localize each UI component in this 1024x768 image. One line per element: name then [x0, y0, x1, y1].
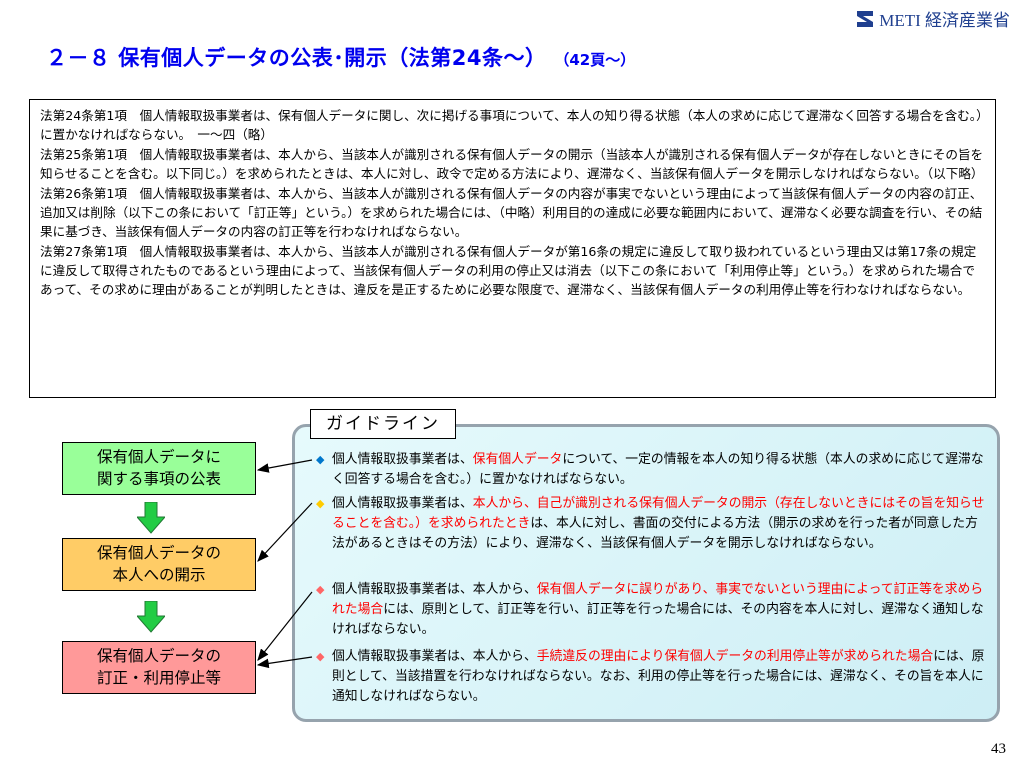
meti-logo: METI 経済産業省	[855, 6, 1010, 31]
flow-box-publication-line1: 保有個人データに	[96, 448, 221, 466]
flow-box-publication-line2: 関する事項の公表	[96, 470, 221, 488]
guideline-item-suspension: ◆ 個人情報取扱事業者は、本人から、手続違反の理由により保有個人データの利用停止…	[316, 647, 986, 707]
page-title-ref: （42頁～）	[554, 51, 636, 69]
flow-box-disclosure-line2: 本人への開示	[112, 566, 206, 584]
diamond-bullet-icon: ◆	[316, 583, 325, 596]
diamond-bullet-icon: ◆	[316, 650, 325, 663]
guideline-item-correction: ◆ 個人情報取扱事業者は、本人から、保有個人データに誤りがあり、事実でないという…	[316, 580, 986, 640]
guideline-item-disclosure: ◆ 個人情報取扱事業者は、本人から、自己が識別される保有個人データの開示（存在し…	[316, 494, 986, 554]
guideline-text: には、原則として、訂正等を行い、訂正等を行った場合には、その内容を本人に対し、遅…	[332, 602, 984, 637]
guideline-text: 個人情報取扱事業者は、	[332, 452, 473, 467]
law-article-26: 法第26条第1項 個人情報取扱事業者は、本人から、当該本人が識別される保有個人デ…	[40, 186, 983, 239]
guideline-highlight: 保有個人データ	[472, 452, 563, 467]
down-arrow-icon	[137, 601, 165, 633]
flow-box-correction: 保有個人データの 訂正・利用停止等	[62, 641, 256, 694]
meti-logo-icon	[857, 10, 874, 27]
guideline-highlight: 本人から、自己が識別される保有個人データの開示（存在しないときにはその旨を知らせ…	[332, 496, 985, 531]
flow-box-disclosure-line1: 保有個人データの	[96, 544, 221, 562]
guideline-text: には、原則として、当該措置を行わなければならない。なお、利用の停止等を行った場合…	[332, 649, 985, 704]
guideline-label: ガイドライン	[310, 409, 456, 439]
law-article-27: 法第27条第1項 個人情報取扱事業者は、本人から、当該本人が識別される保有個人デ…	[40, 244, 977, 297]
guideline-text: は、本人に対し、書面の交付による方法（開示の求めを行った者が同意した方法があると…	[332, 516, 978, 551]
logo-text: METI 経済産業省	[879, 11, 1010, 30]
guideline-highlight: 手続違反の理由により保有個人データの利用停止等が求められた場合	[536, 649, 934, 664]
guideline-text: について、一定の情報を本人の知り得る状態（本人の求めに応じて遅滞なく回答する場合…	[332, 452, 984, 487]
guideline-item-publication: ◆ 個人情報取扱事業者は、保有個人データについて、一定の情報を本人の知り得る状態…	[316, 450, 986, 490]
flow-box-correction-line2: 訂正・利用停止等	[96, 669, 221, 687]
down-arrow-icon	[137, 502, 165, 534]
page-title-text: ２－８ 保有個人データの公表･開示（法第24条～）	[46, 46, 547, 70]
page-number: 43	[991, 741, 1006, 757]
flow-box-publication: 保有個人データに 関する事項の公表	[62, 442, 256, 495]
guideline-text: 個人情報取扱事業者は、	[332, 496, 473, 511]
flow-box-disclosure: 保有個人データの 本人への開示	[62, 538, 256, 591]
page-title: ２－８ 保有個人データの公表･開示（法第24条～） （42頁～）	[46, 42, 635, 72]
guideline-highlight: 保有個人データに誤りがあり、事実でないという理由によって訂正等を求められた場合	[332, 582, 984, 617]
law-article-24: 法第24条第1項 個人情報取扱事業者は、保有個人データに関し、次に掲げる事項につ…	[40, 108, 983, 142]
diamond-bullet-icon: ◆	[316, 497, 325, 510]
guideline-text: 個人情報取扱事業者は、本人から、	[332, 582, 537, 597]
law-articles-box: 法第24条第1項 個人情報取扱事業者は、保有個人データに関し、次に掲げる事項につ…	[29, 99, 996, 398]
guideline-text: 個人情報取扱事業者は、本人から、	[332, 649, 537, 664]
law-article-25: 法第25条第1項 個人情報取扱事業者は、本人から、当該本人が識別される保有個人デ…	[40, 147, 984, 181]
guideline-panel	[292, 424, 1000, 722]
flow-box-correction-line1: 保有個人データの	[96, 647, 221, 665]
diamond-bullet-icon: ◆	[316, 453, 325, 466]
